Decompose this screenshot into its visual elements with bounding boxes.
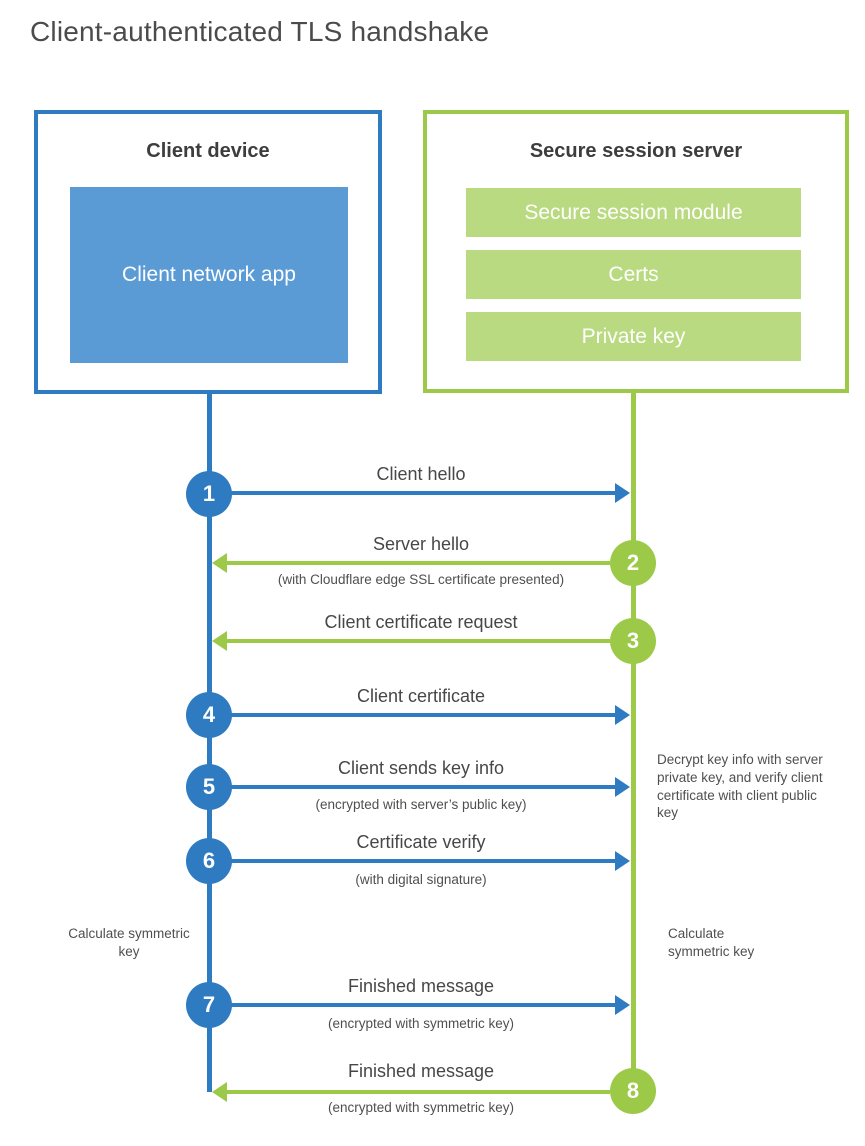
step-3-number: 3 <box>626 628 640 653</box>
secure-session-server-box: Secure session server Secure session mod… <box>423 110 849 393</box>
step-5-sublabel: (encrypted with server’s public key) <box>315 797 527 812</box>
step-2-arrow <box>212 553 610 573</box>
client-network-app-box: Client network app <box>70 187 348 363</box>
step-8-badge: 8 <box>610 1068 656 1114</box>
server-lifeline <box>631 392 636 1091</box>
step-4-badge: 4 <box>186 692 232 738</box>
step-1-number: 1 <box>202 481 216 506</box>
step-5-arrow <box>230 777 630 797</box>
server-module-certs: Certs <box>466 250 801 299</box>
step-4-label: Client certificate <box>356 686 486 706</box>
step-6-label: Certificate verify <box>356 832 486 852</box>
step-5-label: Client sends key info <box>337 758 505 778</box>
step-8-sublabel: (encrypted with symmetric key) <box>327 1100 515 1115</box>
step-8-arrow <box>212 1082 610 1102</box>
step-1-label: Client hello <box>376 464 466 484</box>
client-network-app-label: Client network app <box>122 262 296 286</box>
note-calculate-symmetric-key-server: Calculate symmetric key <box>668 926 755 959</box>
client-lifeline <box>207 392 212 1092</box>
step-7-label: Finished message <box>347 976 495 996</box>
step-7-arrow <box>230 995 630 1015</box>
step-8-label: Finished message <box>347 1061 495 1081</box>
step-7-number: 7 <box>202 992 216 1017</box>
step-6-sublabel: (with digital signature) <box>355 872 487 887</box>
step-3-label: Client certificate request <box>324 612 518 632</box>
client-device-title: Client device <box>146 140 270 162</box>
note-decrypt-key-info: Decrypt key info with server private key… <box>657 752 823 821</box>
step-5-badge: 5 <box>186 764 232 810</box>
page-title: Client-authenticated TLS handshake <box>30 16 490 47</box>
step-5-number: 5 <box>202 774 216 799</box>
step-8-number: 8 <box>626 1078 640 1103</box>
step-2-label: Server hello <box>372 534 470 554</box>
step-3-badge: 3 <box>610 618 656 664</box>
step-6-number: 6 <box>202 848 216 873</box>
server-module-secure-session: Secure session module <box>466 188 801 237</box>
step-2-sublabel: (with Cloudflare edge SSL certificate pr… <box>277 572 565 587</box>
server-module-private-key: Private key <box>466 312 801 361</box>
step-1-badge: 1 <box>186 471 232 517</box>
step-4-number: 4 <box>202 702 216 727</box>
step-6-badge: 6 <box>186 838 232 884</box>
secure-session-server-title: Secure session server <box>529 140 743 162</box>
note-calculate-symmetric-key-client: Calculate symmetric key <box>68 926 190 959</box>
step-7-badge: 7 <box>186 982 232 1028</box>
step-6-arrow <box>230 851 630 871</box>
client-device-box: Client device Client network app <box>34 110 382 394</box>
step-2-number: 2 <box>626 550 640 575</box>
step-2-badge: 2 <box>610 540 656 586</box>
step-4-arrow <box>230 705 630 725</box>
step-7-sublabel: (encrypted with symmetric key) <box>327 1016 515 1031</box>
step-3-arrow <box>212 631 610 651</box>
server-modules: Secure session module Certs Private key <box>466 188 801 361</box>
step-1-arrow <box>230 483 630 503</box>
